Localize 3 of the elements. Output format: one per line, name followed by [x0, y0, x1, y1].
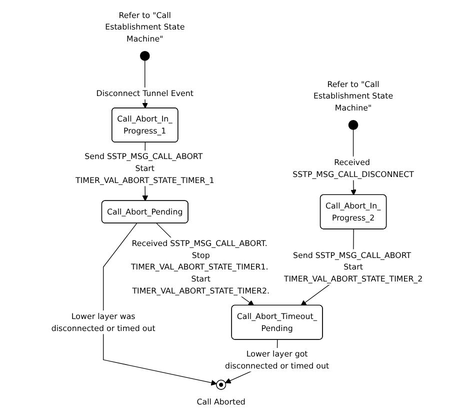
node-circle: [348, 120, 358, 130]
node-circle: [140, 50, 150, 61]
arrow: [103, 222, 217, 386]
